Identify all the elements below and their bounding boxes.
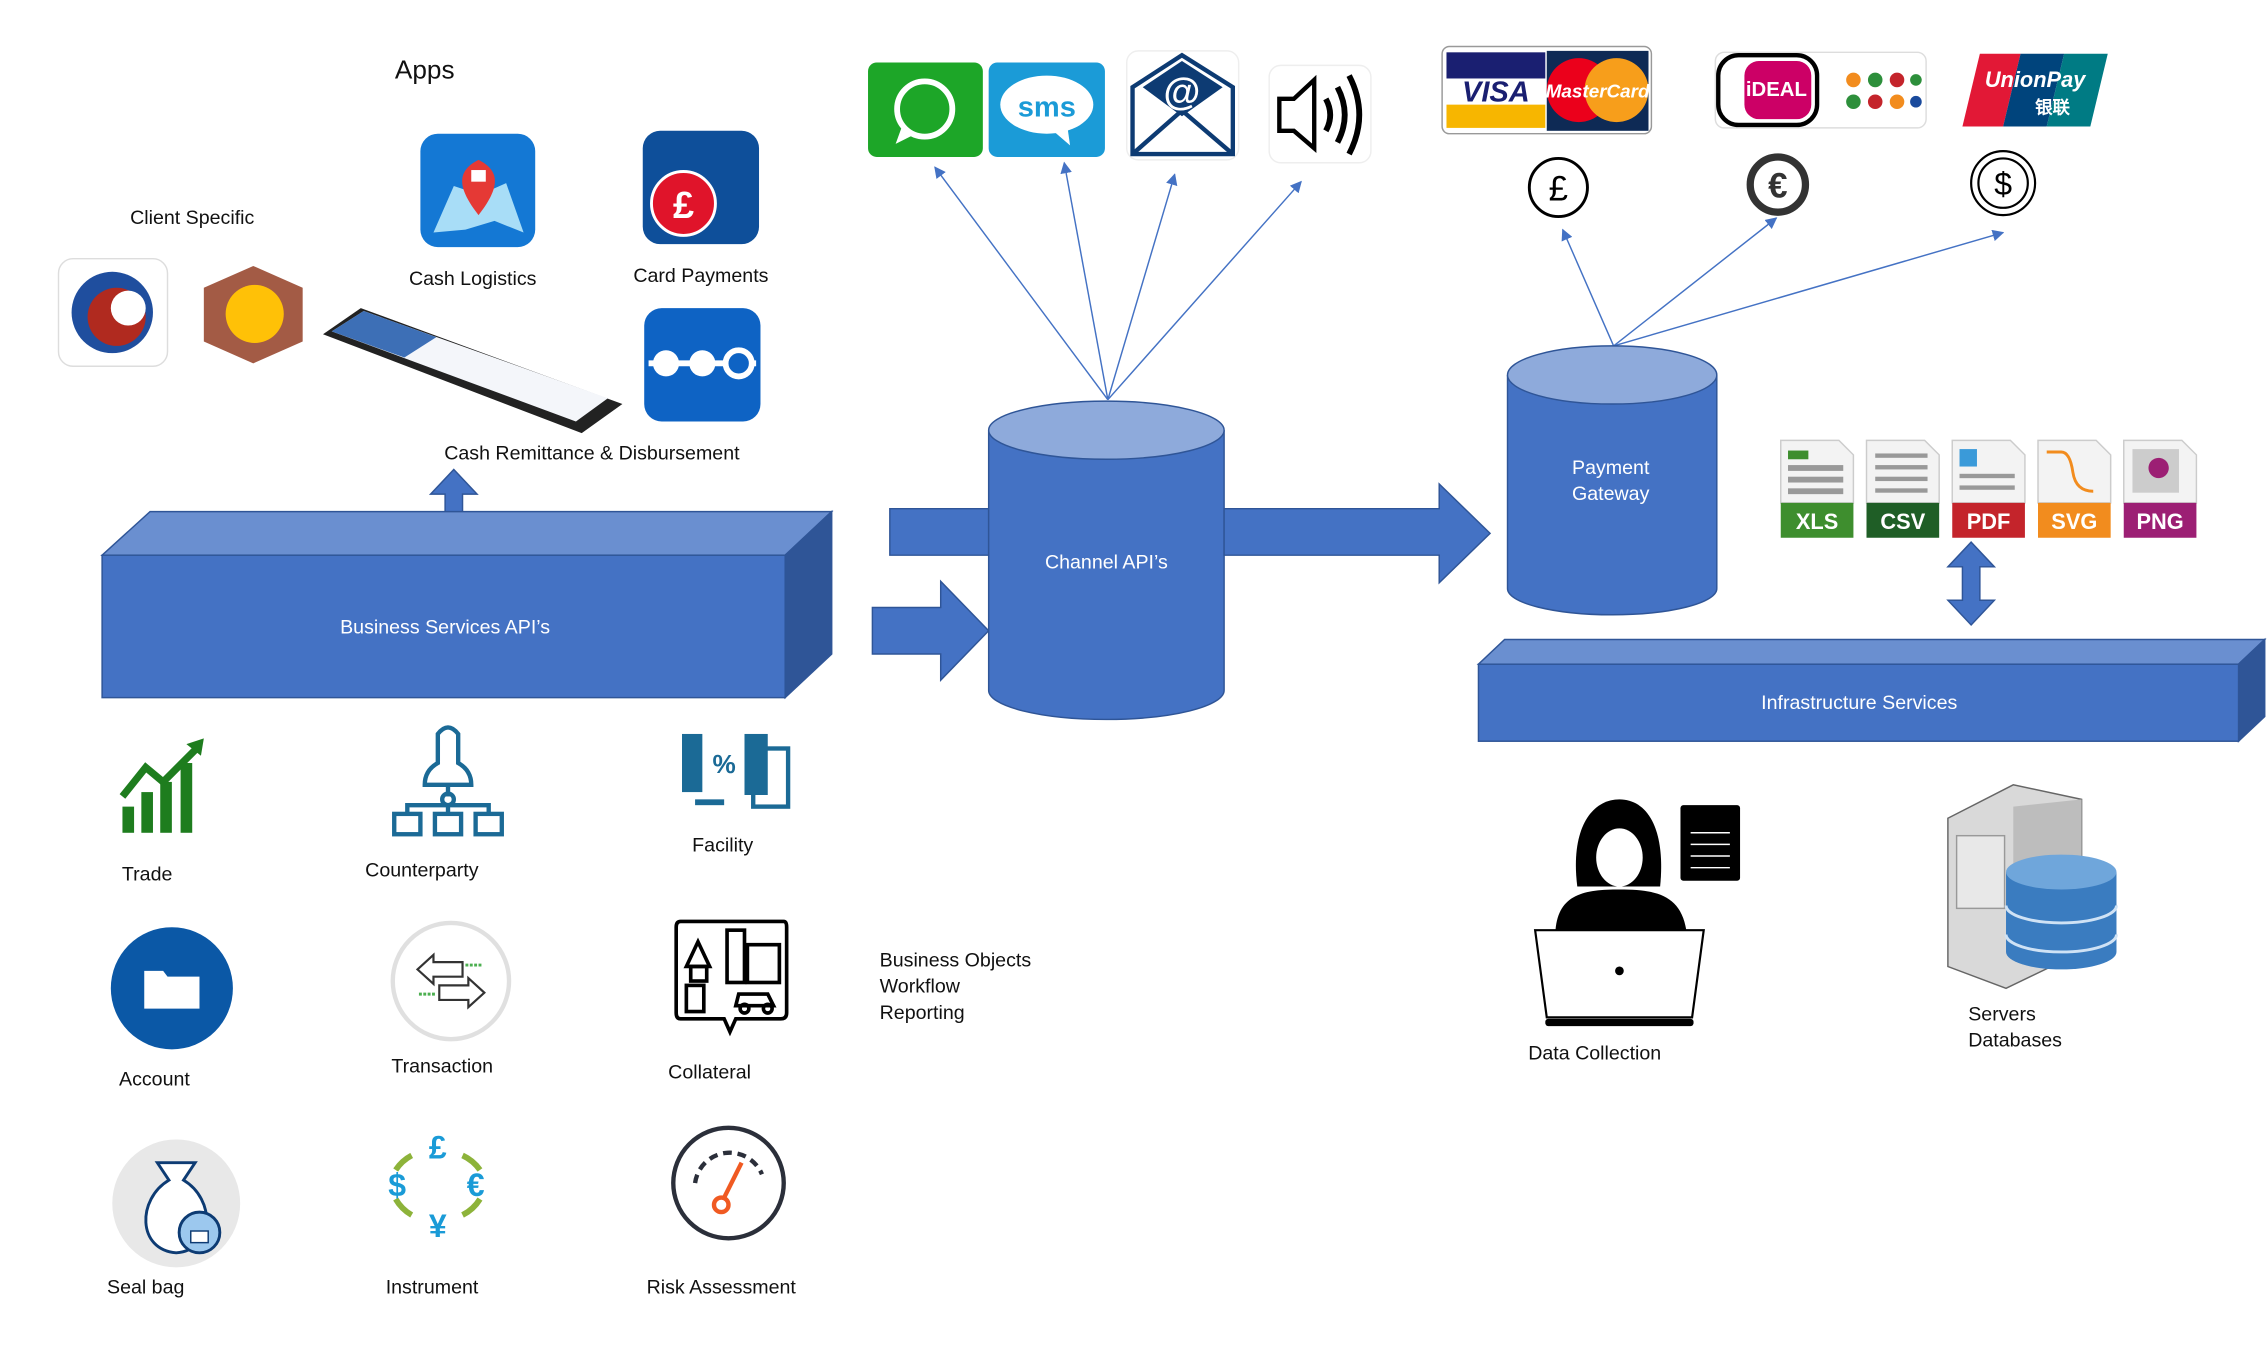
svg-text:XLS: XLS (1796, 509, 1838, 534)
svg-text:%: % (713, 749, 736, 779)
arrow-channel-to-gateway (1223, 482, 1492, 585)
payment-gateway-label-line1: Payment (1572, 457, 1650, 479)
sms-icon[interactable]: sms (988, 62, 1105, 157)
svg-text:€: € (467, 1167, 485, 1203)
money-bag-lock-icon (112, 1139, 241, 1268)
property-collateral-icon (674, 919, 789, 1037)
card-payments-label: Card Payments (633, 265, 768, 287)
svg-text:iDEAL: iDEAL (1746, 79, 1807, 101)
payment-gateway-label-line2: Gateway (1572, 483, 1650, 505)
apps-title: Apps (395, 54, 455, 84)
client-specific-label: Client Specific (130, 207, 254, 229)
svg-text:sms: sms (1018, 91, 1076, 123)
channel-connectors (934, 161, 1302, 401)
payment-gateway-cylinder[interactable]: Payment Gateway (1506, 345, 1718, 616)
facility-percent-icon: % (682, 733, 791, 809)
svg-text:CSV: CSV (1880, 509, 1925, 534)
svg-text:¥: ¥ (429, 1208, 447, 1244)
channel-api-cylinder[interactable]: Channel API’s (987, 400, 1225, 721)
xls-file-icon[interactable]: XLS (1780, 439, 1855, 538)
data-collection-person-laptop-icon (1533, 799, 1741, 1027)
svg-file-icon[interactable]: SVG (2037, 439, 2112, 538)
note-reporting: Reporting (880, 1002, 965, 1024)
whatsapp-icon[interactable] (868, 62, 983, 157)
unionpay-logo: UnionPay 银联 (1962, 53, 2108, 127)
csv-file-icon[interactable]: CSV (1865, 439, 1940, 538)
infrastructure-services-label: Infrastructure Services (1761, 692, 1957, 714)
euro-coin-icon: € (1746, 153, 1810, 216)
transaction-label: Transaction (391, 1056, 493, 1078)
ideal-logo: iDEAL (1714, 51, 1927, 129)
svg-text:PNG: PNG (2136, 509, 2183, 534)
arrow-to-channel-lower (871, 579, 990, 682)
disbursement-dots-icon[interactable] (644, 308, 761, 422)
data-collection-label: Data Collection (1528, 1043, 1661, 1065)
client-logo-swirl-icon (57, 257, 169, 367)
org-hierarchy-icon (392, 725, 504, 837)
business-services-label: Business Services API’s (340, 617, 550, 639)
svg-text:MasterCard: MasterCard (1546, 81, 1650, 102)
facility-label: Facility (692, 835, 753, 857)
formats-double-arrow (1946, 541, 1997, 627)
email-icon[interactable]: @ (1126, 50, 1240, 161)
file-formats: XLS CSV PDF SVG PNG (1780, 439, 2198, 538)
svg-text:$: $ (388, 1167, 406, 1203)
infrastructure-services-box[interactable]: Infrastructure Services (1476, 637, 2267, 743)
collateral-label: Collateral (668, 1061, 751, 1083)
seal-bag-label: Seal bag (107, 1277, 184, 1299)
trade-label: Trade (122, 864, 173, 886)
svg-text:UnionPay: UnionPay (1985, 67, 2087, 92)
business-services-box[interactable]: Business Services API’s (100, 509, 834, 700)
channel-api-label: Channel API’s (1045, 551, 1168, 573)
svg-text:银联: 银联 (2035, 97, 2070, 117)
cash-logistics-map-icon[interactable] (420, 133, 536, 248)
png-file-icon[interactable]: PNG (2123, 439, 2198, 538)
databases-label: Databases (1968, 1029, 2062, 1051)
account-label: Account (119, 1069, 190, 1091)
card-payments-pound-icon[interactable]: £ (642, 130, 760, 245)
svg-text:£: £ (1549, 170, 1568, 209)
dollar-coin-icon: $ (1970, 150, 2037, 217)
svg-text:VISA: VISA (1462, 77, 1530, 109)
counterparty-label: Counterparty (365, 859, 479, 881)
exchange-arrows-icon (390, 920, 512, 1042)
svg-text:£: £ (673, 185, 694, 227)
svg-text:PDF: PDF (1967, 509, 2011, 534)
note-business-objects: Business Objects (880, 949, 1032, 971)
visa-mastercard-logo: VISA MasterCard (1441, 45, 1653, 135)
instrument-label: Instrument (386, 1277, 479, 1299)
mobile-phone-app-icon (323, 308, 623, 434)
folder-icon (110, 927, 233, 1050)
note-workflow: Workflow (880, 976, 961, 998)
arrow-to-channel-upper (889, 507, 990, 556)
pdf-file-icon[interactable]: PDF (1951, 439, 2026, 538)
svg-text:SVG: SVG (2051, 509, 2097, 534)
speaker-icon[interactable] (1268, 64, 1372, 164)
currency-cycle-icon: £ $ € ¥ (388, 1129, 484, 1243)
pound-coin-icon: £ (1527, 156, 1589, 219)
svg-text:@: @ (1164, 72, 1201, 114)
svg-text:€: € (1768, 167, 1787, 206)
client-logo-hexagon-icon (203, 265, 303, 364)
server-database-icon (1947, 784, 2118, 990)
servers-label: Servers (1968, 1003, 2036, 1025)
cash-logistics-label: Cash Logistics (409, 268, 537, 290)
gauge-icon (671, 1125, 786, 1241)
svg-text:$: $ (1994, 166, 2012, 202)
gateway-connectors (1561, 217, 2005, 347)
svg-text:£: £ (429, 1129, 447, 1165)
risk-assessment-label: Risk Assessment (647, 1277, 797, 1299)
cash-remittance-label: Cash Remittance & Disbursement (444, 442, 740, 464)
trade-chart-icon (119, 738, 204, 833)
